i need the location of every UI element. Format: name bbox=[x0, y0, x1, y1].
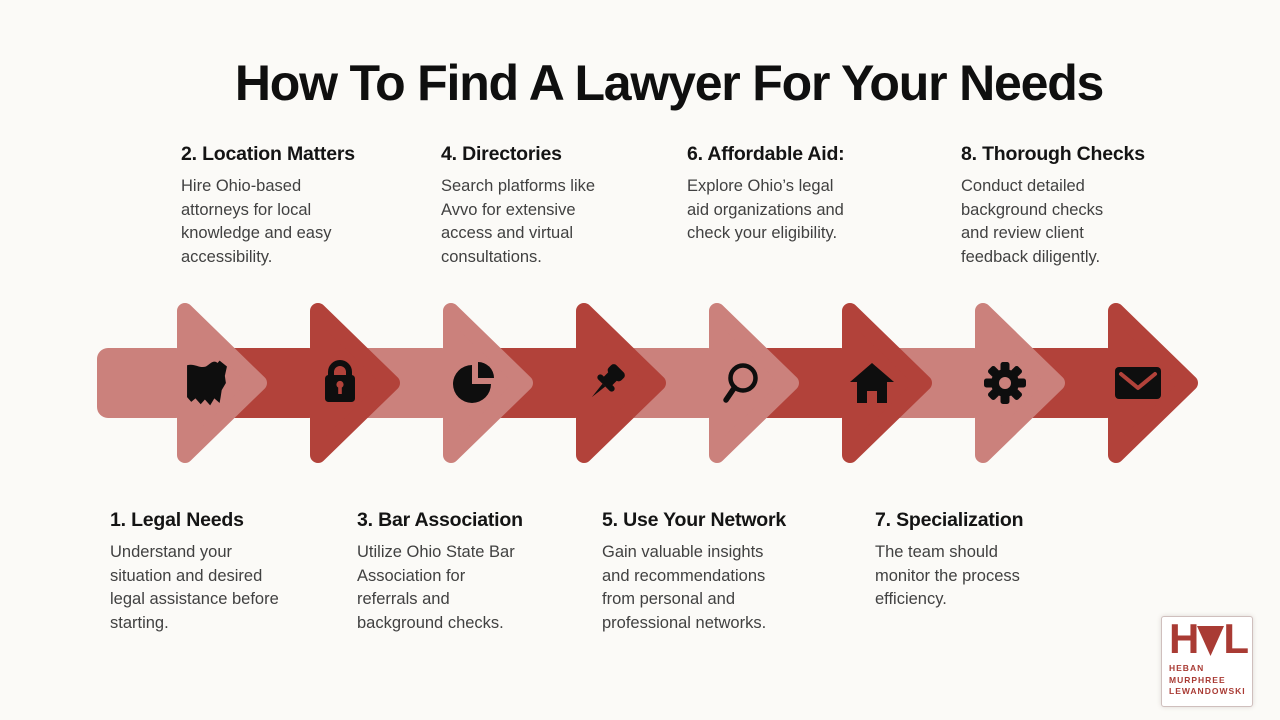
arrow-band-svg bbox=[97, 303, 1198, 463]
step-3-description: Utilize Ohio State Bar Association for r… bbox=[357, 543, 515, 632]
step-5-block: 5. Use Your Network Gain valuable insigh… bbox=[602, 509, 837, 635]
house-icon bbox=[850, 363, 894, 403]
step-7-block: 7. Specialization The team should monito… bbox=[875, 509, 1110, 612]
step-2-description: Hire Ohio-based attorneys for local know… bbox=[181, 177, 332, 266]
logo-line-lewandowski: LEWANDOWSKI bbox=[1169, 686, 1246, 696]
envelope-icon bbox=[1115, 367, 1161, 399]
step-7-description: The team should monitor the process effi… bbox=[875, 543, 1020, 608]
step-3-heading: 3. Bar Association bbox=[357, 509, 523, 531]
push-pin-icon bbox=[591, 364, 625, 398]
page-title: How To Find A Lawyer For Your Needs bbox=[234, 54, 1104, 111]
logo-firm-name: HEBAN MURPHREE LEWANDOWSKI bbox=[1169, 663, 1252, 698]
pie-chart-icon bbox=[453, 362, 494, 403]
step-5-heading: 5. Use Your Network bbox=[602, 509, 787, 531]
step-8-description: Conduct detailed background checks and r… bbox=[961, 177, 1104, 266]
logo-line-heban: HEBAN bbox=[1169, 663, 1205, 673]
step-2-block: 2. Location Matters Hire Ohio-based atto… bbox=[181, 143, 416, 269]
step-6-block: 6. Affordable Aid: Explore Ohio’s legal … bbox=[687, 143, 922, 246]
step-4-description: Search platforms like Avvo for extensive… bbox=[441, 177, 596, 266]
logo-line-murphree: MURPHREE bbox=[1169, 674, 1226, 685]
arrow-head-4 bbox=[576, 303, 666, 463]
gear-icon bbox=[984, 362, 1026, 404]
step-1-heading: 1. Legal Needs bbox=[110, 509, 244, 531]
step-5-description: Gain valuable insights and recommendatio… bbox=[602, 543, 767, 632]
step-1-block: 1. Legal Needs Understand your situation… bbox=[110, 509, 345, 635]
process-arrow-band bbox=[0, 300, 1280, 466]
step-6-description: Explore Ohio’s legal aid organizations a… bbox=[687, 177, 844, 242]
step-3-block: 3. Bar Association Utilize Ohio State Ba… bbox=[357, 509, 592, 635]
step-2-heading: 2. Location Matters bbox=[181, 143, 355, 165]
arrow-head-3 bbox=[443, 303, 533, 463]
step-7-heading: 7. Specialization bbox=[875, 509, 1024, 531]
logo-letter-h: H bbox=[1169, 615, 1199, 662]
step-8-block: 8. Thorough Checks Conduct detailed back… bbox=[961, 143, 1196, 269]
ohio-state-icon bbox=[187, 360, 227, 406]
arrow-tail-1 bbox=[97, 348, 187, 418]
step-1-description: Understand your situation and desired le… bbox=[110, 543, 279, 632]
magnifying-glass-icon bbox=[723, 363, 758, 403]
logo-m-triangle-icon bbox=[1197, 624, 1225, 660]
step-6-heading: 6. Affordable Aid: bbox=[687, 143, 845, 165]
padlock-icon bbox=[325, 360, 355, 402]
step-4-block: 4. Directories Search platforms like Avv… bbox=[441, 143, 676, 269]
step-4-heading: 4. Directories bbox=[441, 143, 562, 165]
step-8-heading: 8. Thorough Checks bbox=[961, 143, 1145, 165]
logo-letter-l: L bbox=[1223, 615, 1249, 662]
